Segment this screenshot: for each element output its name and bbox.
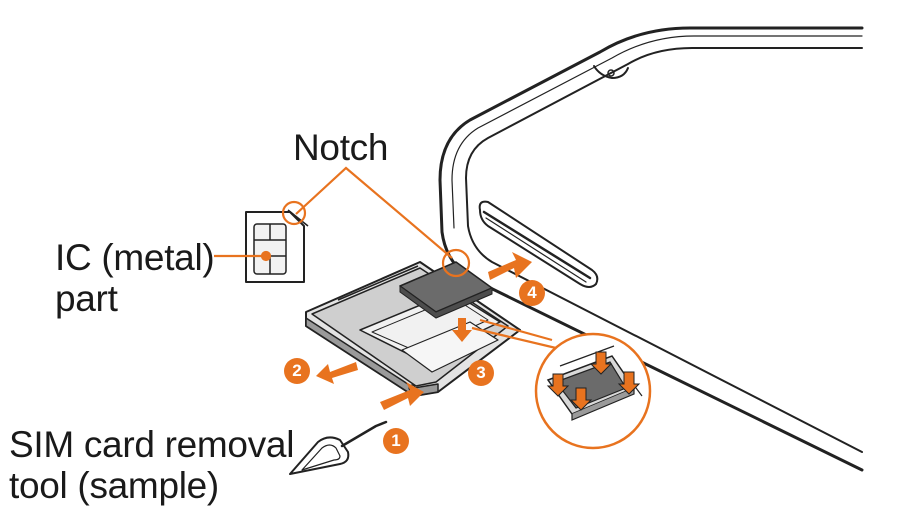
ic-part-label-line1: IC (metal) (55, 237, 215, 278)
zoom-inset (534, 332, 652, 450)
inset-arrows (546, 351, 641, 411)
sim-card-ic-view (245, 209, 309, 283)
sim-removal-tool (289, 420, 388, 475)
step-badge-4: 4 (519, 280, 545, 306)
arrow-step-4 (488, 252, 532, 280)
phone-body (438, 26, 864, 472)
step-badge-1: 1 (383, 428, 409, 454)
arrow-step-3 (452, 318, 472, 342)
tool-label-line1: SIM card removal (9, 424, 295, 465)
tool-label-line2: tool (sample) (9, 465, 219, 506)
step-badge-3: 3 (468, 360, 494, 386)
step-arrows (316, 252, 532, 410)
arrow-step-2 (316, 362, 358, 384)
ic-part-label-line2: part (55, 278, 118, 319)
notch-label: Notch (293, 127, 389, 168)
sim-card-edge (399, 285, 493, 319)
leader-lines (214, 166, 557, 350)
step-badge-2: 2 (284, 358, 310, 384)
arrow-step-1 (380, 382, 424, 410)
